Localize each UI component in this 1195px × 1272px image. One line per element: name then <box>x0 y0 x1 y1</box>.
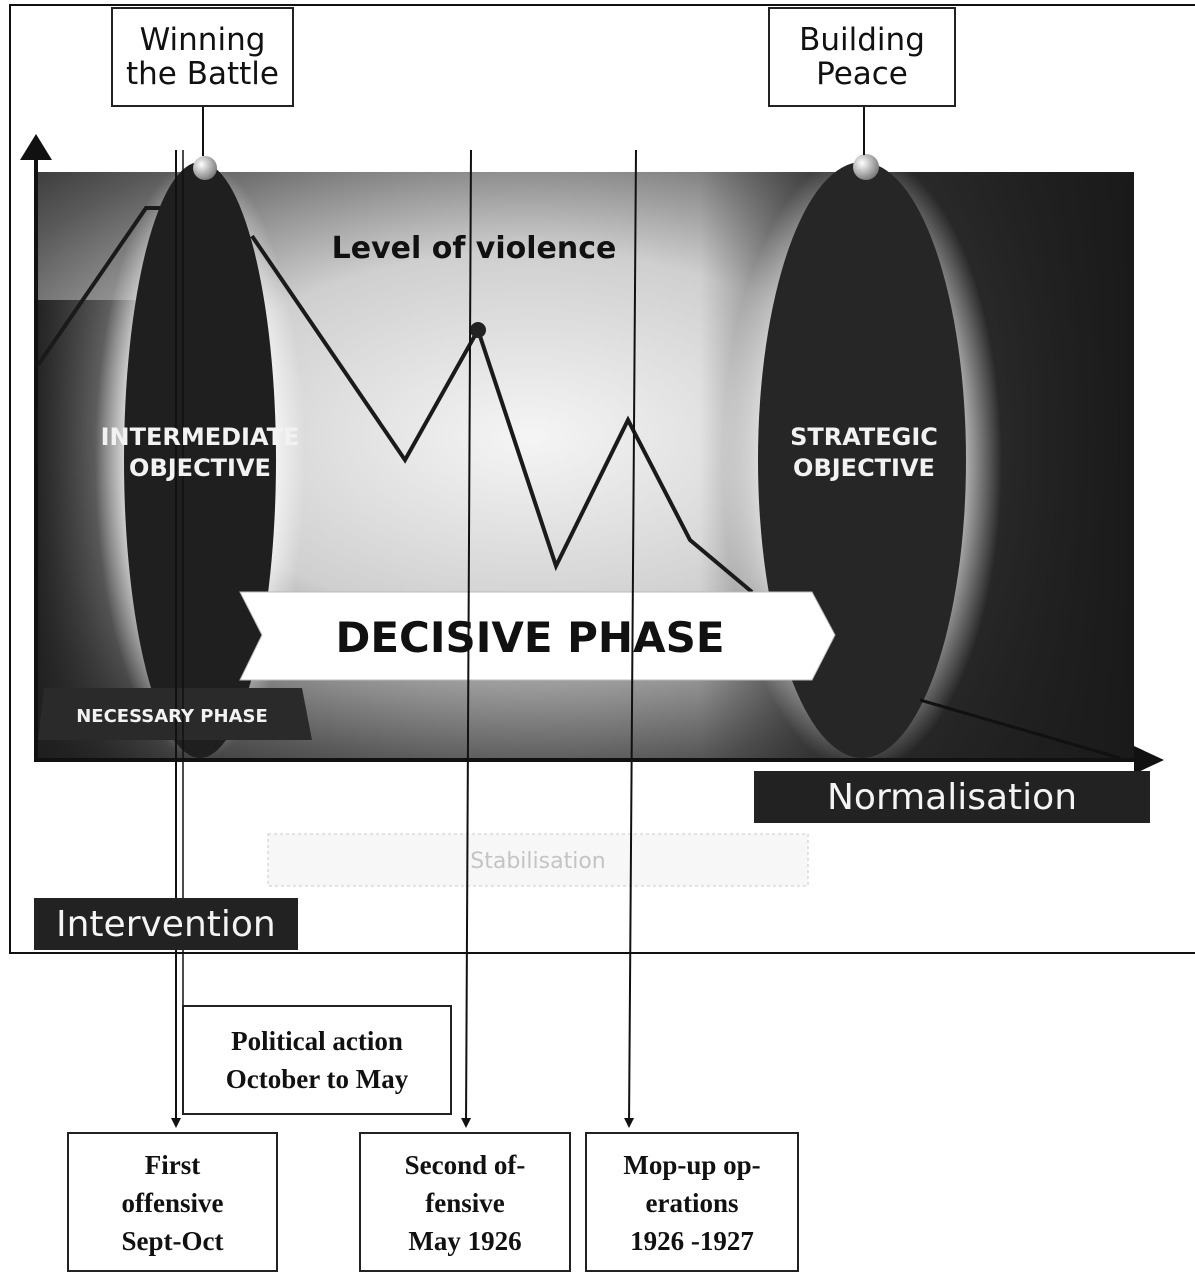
mopup-line2: erations <box>645 1188 739 1218</box>
decisive-phase-banner <box>239 591 836 681</box>
strategic-ball <box>853 154 879 180</box>
political-action-line2: October to May <box>225 1064 409 1094</box>
second-offensive-line3: May 1926 <box>408 1226 522 1256</box>
second-offensive-line2: fensive <box>425 1188 505 1218</box>
first-offensive-box: First offensive Sept-Oct <box>67 1132 278 1272</box>
building-line2: Peace <box>816 56 908 92</box>
mopup-operations-box: Mop-up op- erations 1926 -1927 <box>585 1132 799 1272</box>
mopup-line1: Mop-up op- <box>623 1150 761 1180</box>
winning-line2: the Battle <box>126 56 279 92</box>
violence-curve <box>250 234 754 594</box>
timeline-line-second <box>461 149 472 1128</box>
first-offensive-line3: Sept-Oct <box>121 1226 224 1256</box>
intermediate-objective-ellipse <box>124 162 276 758</box>
building-line1: Building <box>799 22 925 58</box>
stabilisation-label: Stabilisation <box>470 849 605 874</box>
winning-the-battle-box: Winning the Battle <box>111 7 294 107</box>
normalisation-line <box>919 698 1121 760</box>
first-offensive-line2: offensive <box>121 1188 224 1218</box>
necessary-phase-label: NECESSARY PHASE <box>76 706 268 727</box>
intermediate-objective-line1: INTERMEDIATE <box>101 423 300 451</box>
intermediate-ball <box>193 156 217 180</box>
winning-line1: Winning <box>139 22 266 58</box>
intermediate-objective-line2: OBJECTIVE <box>129 454 271 482</box>
x-axis-arrowhead <box>1134 746 1164 774</box>
decisive-phase-label: DECISIVE PHASE <box>335 613 724 662</box>
timeline-line-mopup <box>624 149 637 1128</box>
y-axis-arrowhead <box>20 134 52 160</box>
mopup-line3: 1926 -1927 <box>630 1226 754 1256</box>
intervention-label: Intervention <box>34 898 298 950</box>
second-offensive-line1: Second of- <box>404 1150 526 1180</box>
violence-peak-dot <box>470 322 486 338</box>
political-action-box: Political action October to May <box>182 1005 452 1115</box>
stabilisation-box <box>267 833 809 887</box>
normalisation-label: Normalisation <box>754 771 1150 823</box>
first-offensive-line1: First <box>144 1150 201 1180</box>
second-offensive-box: Second of- fensive May 1926 <box>359 1132 571 1272</box>
level-of-violence-label: Level of violence <box>332 231 617 266</box>
strategic-objective-line2: OBJECTIVE <box>793 454 935 482</box>
strategic-objective-line1: STRATEGIC <box>790 423 938 451</box>
political-action-line1: Political action <box>231 1026 403 1056</box>
building-peace-box: Building Peace <box>768 7 956 107</box>
